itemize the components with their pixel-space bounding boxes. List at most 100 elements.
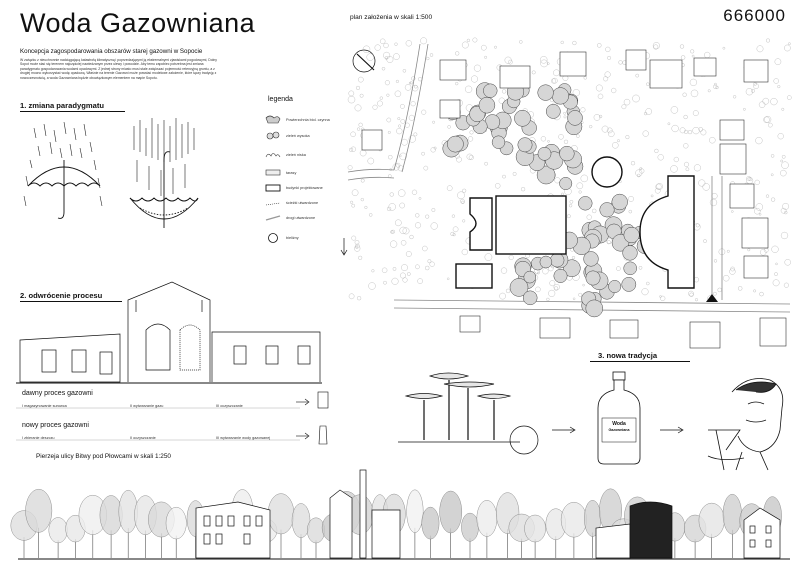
shrub-mark — [675, 232, 679, 237]
shrub-mark — [686, 212, 690, 216]
shrub-mark — [549, 280, 556, 287]
shrub-mark — [364, 205, 368, 209]
shrub-mark — [683, 114, 688, 120]
shrub-mark — [484, 161, 488, 166]
shrub-mark — [772, 279, 780, 287]
shrub-mark — [553, 112, 561, 121]
shrub-mark — [595, 84, 603, 92]
shrub-mark — [747, 248, 751, 252]
shrub-mark — [784, 259, 791, 266]
shrub-mark — [495, 183, 501, 189]
shrub-mark — [350, 131, 356, 137]
shrub-mark — [654, 187, 661, 194]
section-paradigm-title: 1. zmiana paradygmatu — [20, 101, 104, 110]
shrub-mark — [400, 272, 406, 279]
shrub-mark — [766, 38, 770, 43]
shrub-mark — [369, 213, 373, 217]
shrub-mark — [683, 143, 689, 149]
shrub-mark — [713, 259, 718, 263]
shrub-mark — [502, 174, 506, 179]
shrub-mark — [510, 229, 515, 235]
shrub-mark — [707, 89, 711, 93]
shrub-mark — [688, 242, 692, 246]
shrub-mark — [494, 45, 497, 49]
shrub-mark — [718, 248, 726, 256]
shrub-mark — [657, 239, 660, 242]
shrub-mark — [465, 104, 473, 112]
shrub-mark — [455, 99, 463, 107]
shrub-mark — [504, 56, 512, 64]
shrub-mark — [502, 89, 507, 94]
shrub-mark — [548, 289, 556, 297]
tree-crown — [599, 202, 615, 218]
shrub-mark — [562, 75, 569, 81]
shrub-mark — [738, 286, 743, 291]
shrub-mark — [652, 241, 660, 249]
shrub-mark — [578, 238, 586, 245]
shrub-mark — [348, 90, 355, 97]
shrub-mark — [429, 53, 434, 57]
shrub-mark — [693, 277, 699, 283]
tree-crown — [524, 514, 546, 543]
tree-crown — [345, 494, 374, 535]
shrub-mark — [430, 147, 436, 153]
shrub-mark — [758, 259, 765, 267]
shrub-mark — [612, 142, 619, 149]
shrub-mark — [657, 154, 664, 161]
shrub-mark — [431, 208, 436, 212]
gas-tank-icon — [317, 391, 329, 409]
shrub-mark — [693, 164, 701, 172]
shrub-mark — [484, 55, 487, 59]
shrub-mark — [508, 59, 513, 65]
shrub-mark — [607, 56, 611, 60]
shrub-mark — [670, 165, 678, 173]
shrub-mark — [655, 183, 662, 190]
shrub-mark — [460, 64, 464, 68]
shrub-mark — [553, 284, 560, 291]
shrub-mark — [748, 177, 753, 181]
shrub-mark — [461, 41, 469, 49]
entrance-marker-icon — [706, 294, 718, 302]
shrub-mark — [572, 297, 576, 300]
shrub-mark — [456, 118, 464, 126]
tree-crown — [620, 223, 635, 238]
shrub-mark — [551, 78, 557, 84]
tree-crown — [521, 120, 537, 136]
legend-building-swatch — [265, 184, 281, 192]
shrub-mark — [691, 54, 695, 58]
shrub-mark — [559, 246, 564, 251]
shrub-mark — [564, 187, 572, 196]
shrub-mark — [618, 60, 623, 65]
shrub-mark — [407, 272, 411, 276]
tree-crown — [522, 290, 538, 306]
umbrella-icon — [27, 160, 101, 219]
shrub-mark — [554, 153, 559, 158]
shrub-mark — [506, 78, 515, 86]
shrub-mark — [474, 199, 481, 205]
shrub-mark — [637, 173, 641, 178]
shrub-mark — [483, 128, 487, 133]
shrub-mark — [518, 85, 525, 92]
shrub-mark — [359, 93, 364, 98]
shrub-mark — [563, 97, 570, 103]
tree-crown — [515, 147, 535, 166]
tree-crown — [291, 503, 311, 538]
shrub-mark — [656, 183, 663, 190]
tree-crown — [231, 489, 254, 533]
shrub-mark — [690, 49, 695, 54]
tree-crown — [249, 517, 278, 544]
shrub-mark — [358, 76, 364, 83]
legend-item: bieliźny — [286, 236, 299, 240]
shrub-mark — [558, 134, 564, 140]
tree-crown — [543, 143, 560, 161]
tree-crown — [545, 508, 566, 540]
shrub-mark — [463, 62, 468, 68]
legend-item: zieleń niska — [286, 153, 306, 157]
shrub-mark — [498, 97, 505, 104]
down-arrow-icon — [340, 238, 348, 256]
shrub-mark — [455, 82, 459, 86]
tree-crown — [578, 196, 593, 211]
shrub-mark — [606, 127, 613, 134]
shrub-mark — [410, 101, 416, 107]
tree-crown — [461, 512, 479, 542]
